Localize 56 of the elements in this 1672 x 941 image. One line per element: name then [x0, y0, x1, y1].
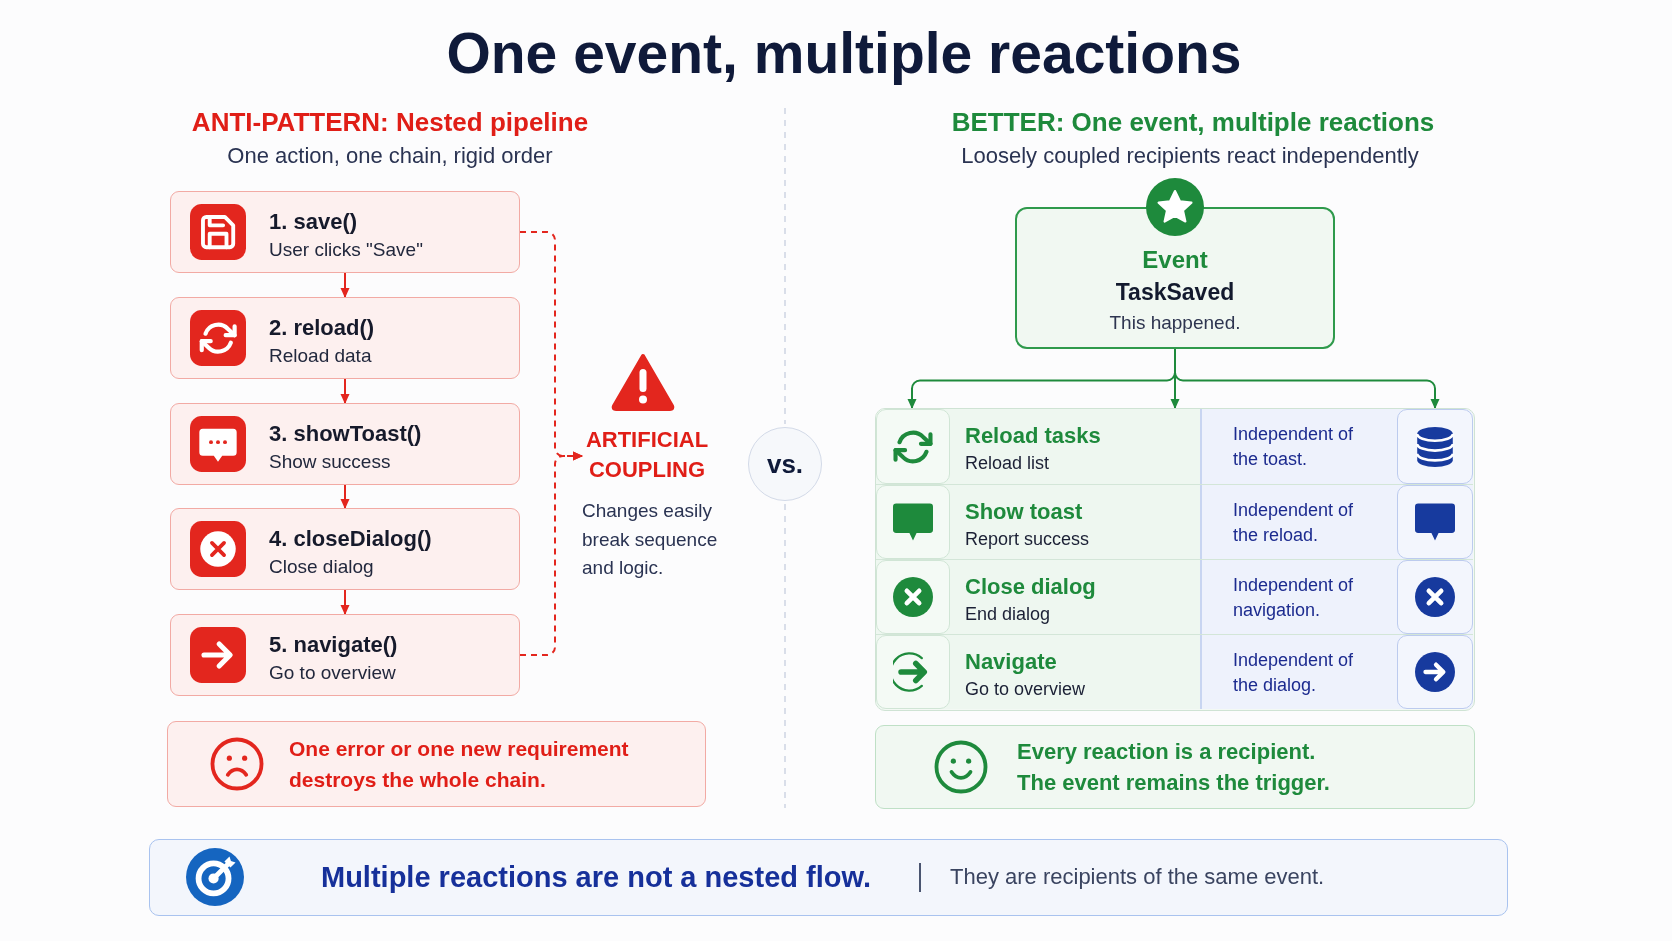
arrow	[340, 378, 350, 404]
recipient-description: End dialog	[965, 603, 1051, 626]
section-subtitle: One action, one chain, rigid order	[227, 142, 553, 170]
step-description: User clicks "Save"	[269, 238, 423, 262]
event-description: This happened.	[1109, 311, 1241, 335]
independence-note: Independent of navigation.	[1233, 574, 1355, 622]
step-card	[170, 191, 520, 273]
recipient-row	[876, 634, 1473, 709]
step-card	[170, 508, 520, 590]
recipient-title: Navigate	[965, 648, 1057, 676]
step-card	[170, 614, 520, 696]
dashed-arrow	[519, 451, 583, 656]
step-description: Close dialog	[269, 555, 374, 579]
callout-text: Changes easily break sequence and logic.	[582, 499, 719, 580]
recipient-description: Reload list	[965, 452, 1050, 475]
callout-title: ARTIFICIAL COUPLING	[584, 426, 710, 484]
independence-note: Independent of the dialog.	[1233, 649, 1355, 697]
section-heading: BETTER: One event, multiple reactions	[951, 106, 1435, 138]
step-card	[170, 403, 520, 485]
recipient-row	[876, 559, 1473, 634]
recipient-title: Reload tasks	[965, 422, 1101, 450]
step-description: Go to overview	[269, 661, 396, 685]
arrow	[1174, 348, 1440, 409]
event-label: Event	[1142, 245, 1208, 275]
step-card	[170, 297, 520, 379]
consequence-text: One error or one new requirement destroys the whole chain.	[289, 735, 630, 793]
recipient-table	[875, 408, 1475, 711]
step-title: 3. showToast()	[269, 420, 422, 448]
step-description: Reload data	[269, 344, 372, 368]
page-title: One event, multiple reactions	[446, 20, 1242, 86]
recipient-description: Go to overview	[965, 678, 1086, 701]
recipient-row	[876, 409, 1473, 484]
key-message-note: They are recipients of the same event.	[950, 863, 1325, 891]
section-heading: ANTI-PATTERN: Nested pipeline	[191, 106, 589, 138]
versus-label: vs.	[766, 449, 804, 479]
summary-box	[875, 725, 1475, 809]
step-description: Show success	[269, 450, 391, 474]
step-title: 5. navigate()	[269, 631, 398, 659]
recipient-description: Report success	[965, 528, 1090, 551]
arrow	[340, 589, 350, 615]
key-message-banner	[149, 839, 1508, 916]
key-message: Multiple reactions are not a nested flow.	[321, 860, 872, 895]
summary-text: Every reaction is a recipient. The event remains the trigger.	[1017, 737, 1331, 797]
event-name: TaskSaved	[1115, 278, 1235, 307]
step-title: 1. save()	[269, 208, 358, 236]
step-title: 4. closeDialog()	[269, 525, 432, 553]
step-title: 2. reload()	[269, 314, 375, 342]
independence-note: Independent of the reload.	[1233, 499, 1355, 547]
recipient-title: Show toast	[965, 498, 1083, 526]
arrow	[340, 484, 350, 509]
arrow	[340, 272, 350, 298]
recipient-title: Close dialog	[965, 573, 1096, 601]
consequence-box	[167, 721, 706, 807]
section-subtitle: Loosely coupled recipients react independently	[961, 142, 1419, 170]
recipient-row	[876, 484, 1473, 559]
independence-note: Independent of the toast.	[1233, 423, 1355, 471]
